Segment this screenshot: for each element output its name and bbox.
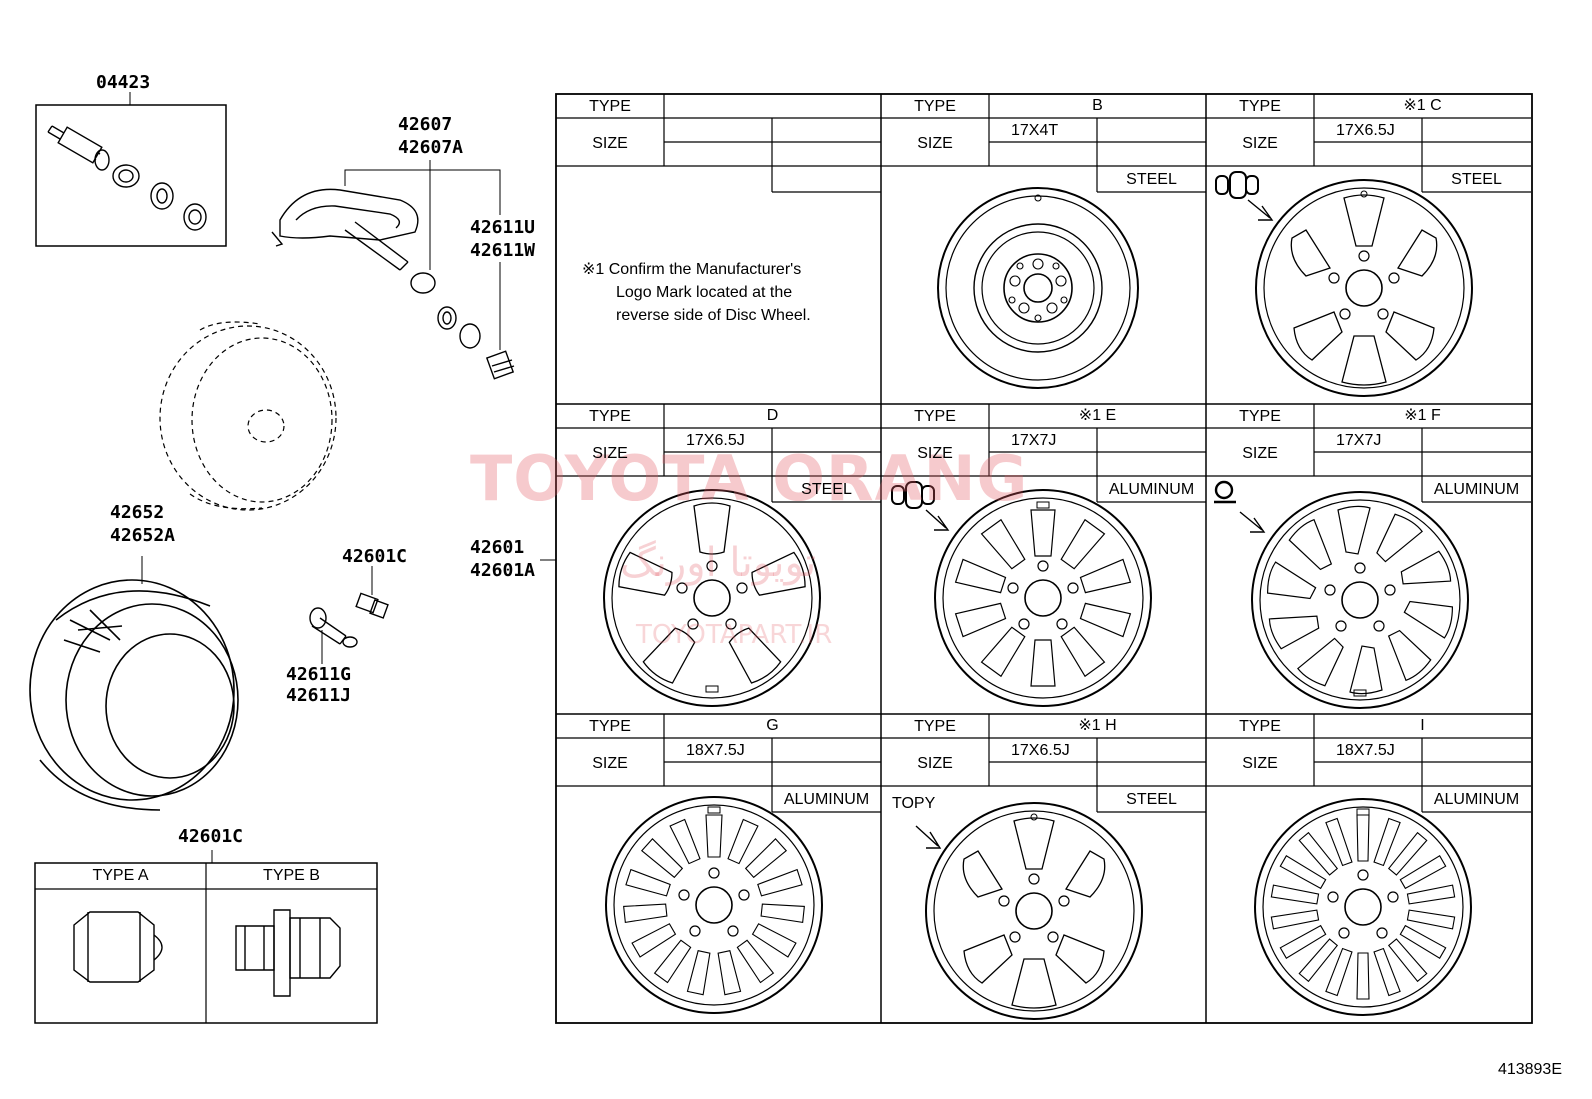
part-number-tire-b: 42652A (110, 525, 176, 546)
wheel-size: 17X6.5J (1336, 122, 1395, 139)
note-line-1: ※1 Confirm the Manufacturer's (582, 261, 802, 278)
note-line-3: reverse side of Disc Wheel. (616, 307, 811, 324)
flange-nut-icon (235, 909, 341, 997)
wheel-size: 18X7.5J (686, 742, 745, 759)
size-label: SIZE (592, 135, 628, 152)
valve-kit-box (35, 104, 227, 247)
valve-stem-icon (47, 125, 110, 171)
part-number-valve-u: 42611U (470, 217, 536, 238)
wheel-material: ALUMINUM (1433, 791, 1520, 808)
wheel-size: 17X4T (1011, 122, 1059, 139)
size-label: SIZE (1242, 445, 1278, 462)
size-label: SIZE (917, 755, 953, 772)
valve-nut-icon (112, 164, 207, 231)
type-label: TYPE (589, 98, 631, 115)
wheel-material: STEEL (801, 481, 852, 498)
part-number-valve-kit: 04423 (96, 72, 151, 93)
wheel-d-drawing (603, 489, 821, 707)
wheel-c-drawing (1255, 179, 1473, 397)
wheel-type-letter: D (766, 407, 779, 424)
wheel-f-drawing (1251, 491, 1469, 709)
part-number-wheel-b: 42601A (470, 560, 536, 581)
wheel-type-letter: G (766, 717, 779, 734)
acorn-nut-icon (73, 911, 163, 983)
type-label: TYPE (1239, 718, 1281, 735)
wheel-material: ALUMINUM (783, 791, 870, 808)
wheel-type-letter: ※1 E (1078, 407, 1117, 424)
wheel-e-drawing (934, 489, 1152, 707)
wheel-size: 18X7.5J (1336, 742, 1395, 759)
type-label: TYPE (1239, 408, 1281, 425)
size-label: SIZE (917, 445, 953, 462)
size-label: SIZE (592, 445, 628, 462)
wheel-type-letter: I (1420, 717, 1425, 734)
part-number-valve-w: 42611W (470, 240, 536, 261)
tpms-sensor-icon (271, 188, 515, 380)
type-label: TYPE (589, 718, 631, 735)
watermark-persian: تویوتا اورنگ (620, 540, 817, 586)
logo-mark-f-icon (1214, 480, 1266, 533)
wheel-material: STEEL (1126, 171, 1177, 188)
type-label: TYPE (589, 408, 631, 425)
part-number-nut-top: 42601C (342, 546, 408, 567)
wheel-h-drawing (925, 802, 1143, 1020)
wheel-material: STEEL (1451, 171, 1502, 188)
wheel-outline-icon (159, 321, 337, 511)
part-number-valve-g: 42611G (286, 664, 352, 685)
part-number-sensor-a: 42607 (398, 114, 453, 135)
valve-stem-small-icon (309, 607, 358, 648)
wheel-grid (555, 93, 1533, 1024)
part-number-valve-j: 42611J (286, 685, 352, 706)
nut-type-a-label: TYPE A (92, 867, 149, 884)
diagram-code: 413893E (1497, 1061, 1562, 1078)
type-label: TYPE (914, 718, 956, 735)
size-label: SIZE (1242, 755, 1278, 772)
type-label: TYPE (914, 98, 956, 115)
watermark-url: TOYOTAPART.IR (636, 620, 833, 650)
part-number-tire-a: 42652 (110, 502, 165, 523)
wheel-size: 17X6.5J (686, 432, 745, 449)
wheel-type-letter: ※1 H (1078, 717, 1117, 734)
topy-arrow-icon (915, 825, 942, 849)
tire-icon (29, 579, 239, 811)
nut-type-b-label: TYPE B (263, 867, 320, 884)
wheel-b-drawing (937, 187, 1139, 389)
topy-label: TOPY (892, 795, 936, 812)
part-number-wheel-a: 42601 (470, 537, 525, 558)
watermark-brand: TOYOTA ORANG (470, 442, 1029, 515)
part-number-nut-bottom: 42601C (178, 826, 244, 847)
manufacturer-note: ※1 Confirm the Manufacturer's Logo Mark … (582, 258, 811, 327)
size-label: SIZE (592, 755, 628, 772)
wheel-type-letter: B (1092, 97, 1103, 114)
logo-mark-e-icon (891, 481, 950, 531)
wheel-size: 17X7J (1336, 432, 1382, 449)
logo-mark-c-icon (1215, 171, 1274, 221)
wheel-material: ALUMINUM (1108, 481, 1195, 498)
wheel-type-letter: ※1 C (1403, 97, 1442, 114)
wheel-material: ALUMINUM (1433, 481, 1520, 498)
part-number-sensor-b: 42607A (398, 137, 464, 158)
wheel-nut-small-icon (355, 592, 389, 619)
wheel-i-drawing (1254, 798, 1472, 1016)
wheel-g-drawing (605, 796, 823, 1014)
note-line-2: Logo Mark located at the (616, 284, 793, 301)
type-label: TYPE (1239, 98, 1281, 115)
size-label: SIZE (917, 135, 953, 152)
wheel-material: STEEL (1126, 791, 1177, 808)
wheel-size: 17X7J (1011, 432, 1057, 449)
wheel-size: 17X6.5J (1011, 742, 1070, 759)
type-label: TYPE (914, 408, 956, 425)
size-label: SIZE (1242, 135, 1278, 152)
wheel-type-letter: ※1 F (1404, 407, 1441, 424)
